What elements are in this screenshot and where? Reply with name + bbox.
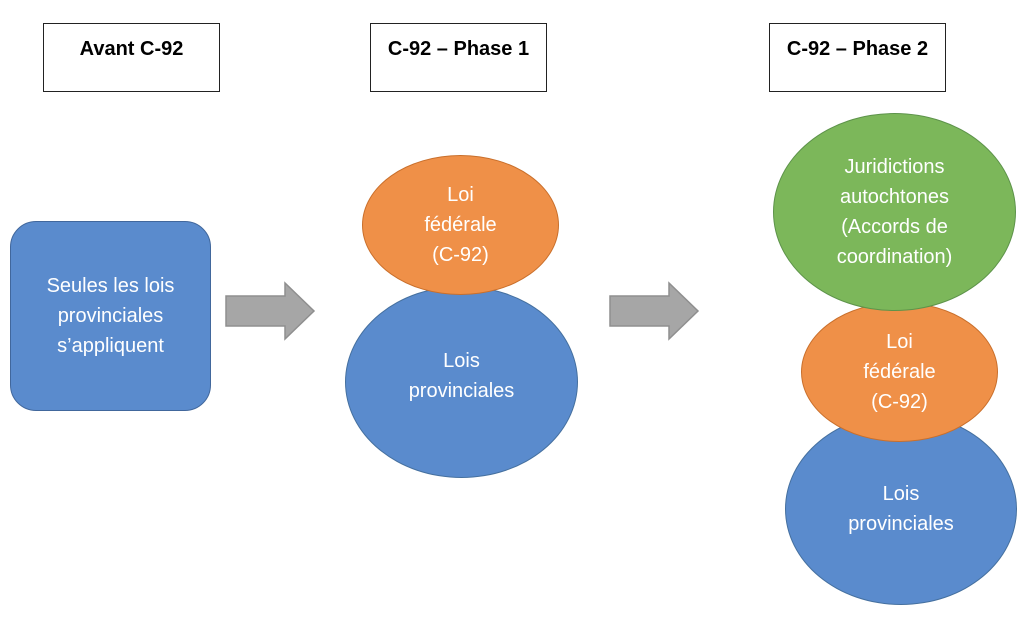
- phase2-federal-law-text: Loi fédérale (C-92): [863, 331, 936, 413]
- header-phase-2-label: C-92 – Phase 2: [786, 38, 929, 60]
- header-phase-1: C-92 – Phase 1: [370, 23, 547, 92]
- provincial-only-text: Seules les lois provinciales s’appliquen…: [46, 275, 175, 357]
- phase2-provincial-laws-text: Lois provinciales: [848, 483, 954, 535]
- right-arrow-icon: [609, 281, 700, 341]
- header-avant-c92: Avant C-92: [43, 23, 220, 92]
- right-arrow-icon: [225, 281, 316, 341]
- header-phase-1-label: C-92 – Phase 1: [387, 38, 530, 60]
- header-avant-c92-label: Avant C-92: [79, 38, 184, 60]
- phase2-federal-law-circle: Loi fédérale (C-92): [801, 302, 998, 442]
- header-phase-2: C-92 – Phase 2: [769, 23, 946, 92]
- phase2-indigenous-jurisdictions-text: Juridictions autochtones (Accords de coo…: [836, 156, 953, 268]
- provincial-only-box: Seules les lois provinciales s’appliquen…: [10, 221, 211, 411]
- phase1-federal-law-circle: Loi fédérale (C-92): [362, 155, 559, 295]
- phase1-provincial-laws-circle: Lois provinciales: [345, 286, 578, 478]
- phase1-federal-law-text: Loi fédérale (C-92): [424, 184, 497, 266]
- phase2-indigenous-jurisdictions-circle: Juridictions autochtones (Accords de coo…: [773, 113, 1016, 311]
- phase1-provincial-laws-text: Lois provinciales: [408, 350, 515, 402]
- phase2-provincial-laws-circle: Lois provinciales: [785, 413, 1017, 605]
